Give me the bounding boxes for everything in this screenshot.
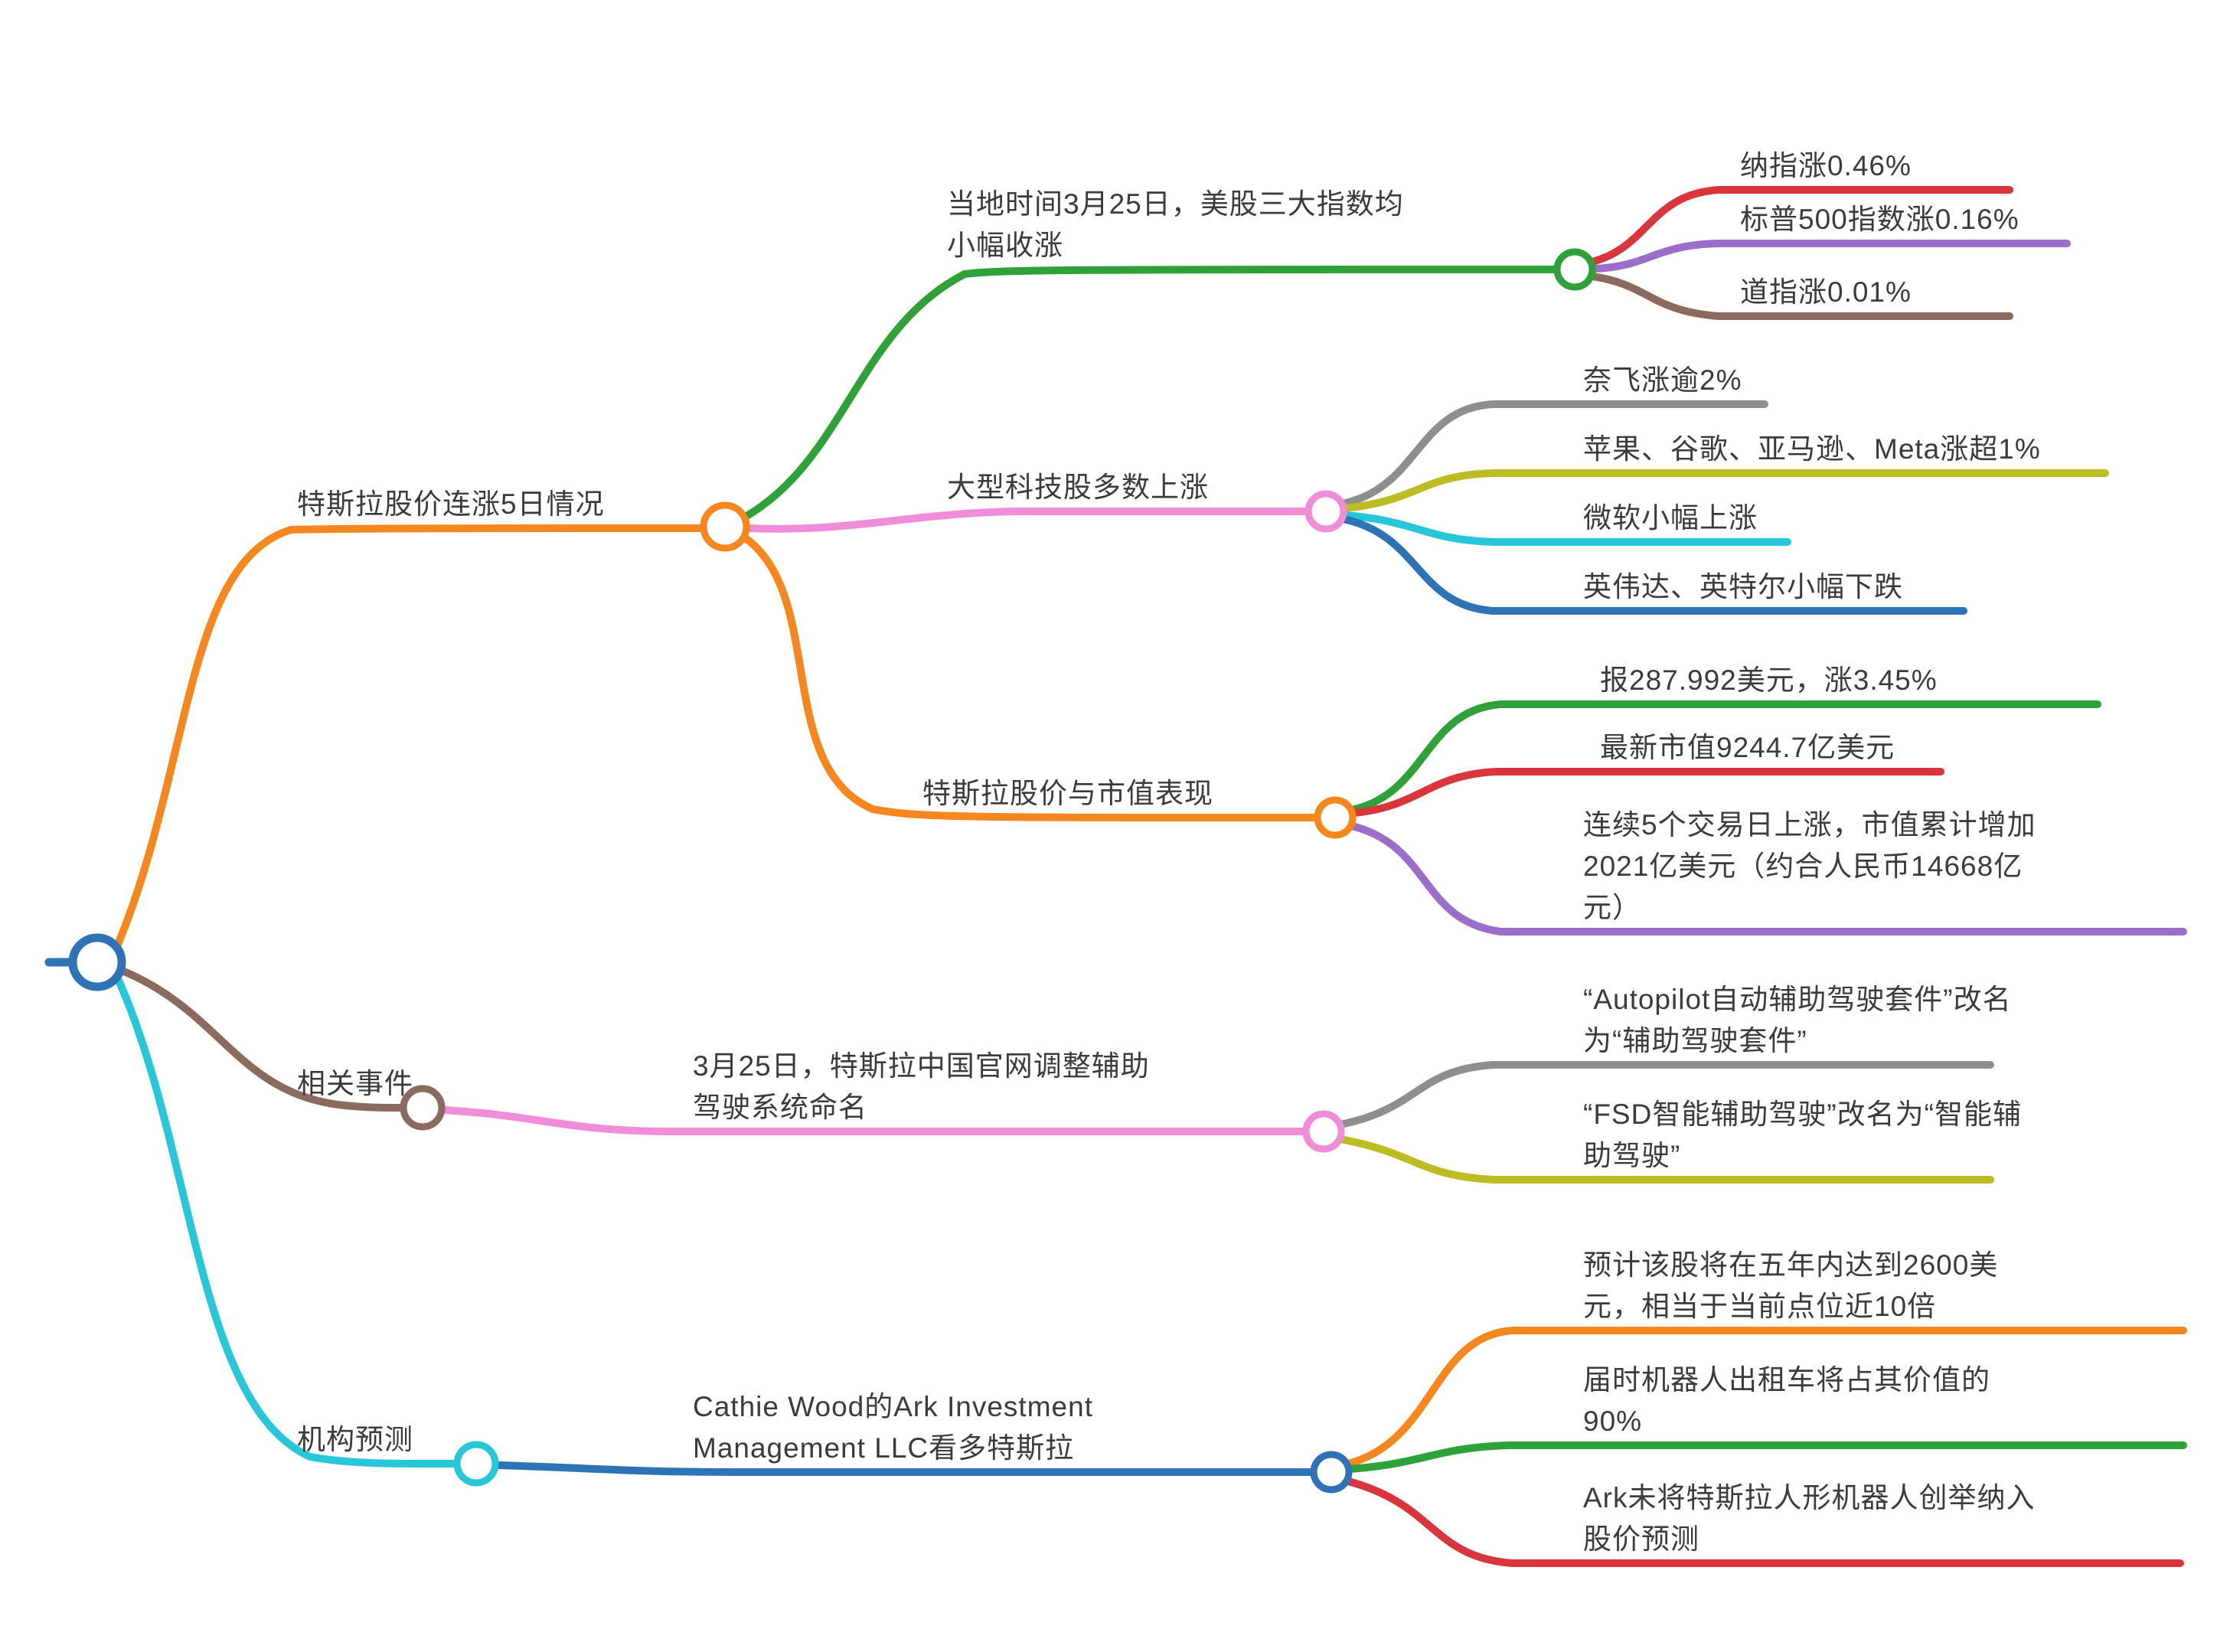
leaf-underline-humanoid-excluded [1344, 1477, 2184, 1567]
node-label-renaming[interactable]: 3月25日，特斯拉中国官网调整辅助 驾驶系统命名 [693, 1050, 1150, 1123]
leaf-label-dow[interactable]: 道指涨0.01% [1740, 276, 1912, 308]
leaf-label-sp500[interactable]: 标普500指数涨0.16% [1740, 204, 2019, 235]
leaf-underline-dow [1588, 273, 2013, 320]
node-toggle-tesla-value[interactable] [1314, 796, 1357, 839]
leaf-label-humanoid-excluded[interactable]: Ark未将特斯拉人形机器人创举纳入 股价预测 [1583, 1482, 2036, 1555]
leaf-underline-fsd-rename [1337, 1135, 1994, 1183]
leaf-label-autopilot-rename[interactable]: “Autopilot自动辅助驾驶套件”改名 为“辅助驾驶套件” [1583, 984, 2012, 1056]
leaf-underline-microsoft [1340, 511, 1791, 546]
node-label-tech-stocks[interactable]: 大型科技股多数上涨 [947, 472, 1209, 503]
branch-line-tesla-5day [111, 524, 705, 955]
leaf-underline-price [1348, 700, 2101, 814]
branch-line-us-indices [740, 266, 1558, 521]
leaf-underline-autopilot-rename [1337, 1061, 1994, 1128]
leaf-underline-marketcap [1350, 768, 1944, 817]
node-label-related-events[interactable]: 相关事件 [297, 1068, 413, 1099]
node-label-tesla-value[interactable]: 特斯拉股价与市值表现 [922, 778, 1213, 809]
leaf-label-apple-google[interactable]: 苹果、谷歌、亚马逊、Meta涨超1% [1583, 433, 2041, 465]
branch-line-related-events [116, 966, 405, 1112]
node-toggle-institution-forecast[interactable] [453, 1441, 499, 1487]
branch-line-cathie-wood [495, 1461, 1314, 1476]
leaf-label-fsd-rename[interactable]: “FSD智能辅助驾驶”改名为“智能辅 助驾驶” [1583, 1099, 2022, 1171]
leaf-label-5day-gain[interactable]: 连续5个交易日上涨，市值累计增加 2021亿美元（约合人民币14668亿 元） [1583, 809, 2036, 923]
leaf-underline-5day-gain [1348, 822, 2187, 935]
branch-line-renaming [440, 1106, 1306, 1135]
leaf-label-netflix[interactable]: 奈飞涨逾2% [1583, 364, 1742, 396]
leaf-underline-target-2600 [1344, 1327, 2187, 1468]
node-toggle-root[interactable] [68, 933, 126, 991]
node-toggle-tesla-5day[interactable] [700, 501, 750, 552]
leaf-label-price[interactable]: 报287.992美元，涨3.45% [1600, 664, 1938, 696]
node-toggle-related-events[interactable] [400, 1085, 446, 1131]
leaf-label-nvidia-intel[interactable]: 英伟达、英特尔小幅下跌 [1583, 571, 1903, 602]
leaf-underline-robotaxi-90 [1346, 1441, 2187, 1473]
leaf-label-target-2600[interactable]: 预计该股将在五年内达到2600美 元，相当于当前点位近10倍 [1583, 1249, 1999, 1322]
branch-line-tech-stocks [743, 508, 1310, 533]
leaf-underline-nvidia-intel [1339, 515, 1967, 615]
branch-line-tesla-value [740, 533, 1317, 821]
leaf-label-marketcap[interactable]: 最新市值9244.7亿美元 [1600, 732, 1895, 763]
node-label-institution-forecast[interactable]: 机构预测 [297, 1424, 413, 1455]
node-label-us-indices[interactable]: 当地时间3月25日，美股三大指数均 小幅收涨 [947, 188, 1404, 261]
node-label-tesla-5day[interactable]: 特斯拉股价连涨5日情况 [297, 488, 605, 520]
node-toggle-cathie-wood[interactable] [1310, 1451, 1353, 1494]
leaf-underline-netflix [1339, 400, 1768, 508]
leaf-underline-nasdaq [1588, 186, 2013, 266]
node-label-cathie-wood[interactable]: Cathie Wood的Ark Investment Management LL… [693, 1391, 1093, 1464]
branch-line-institution-forecast [113, 971, 459, 1468]
leaf-label-microsoft[interactable]: 微软小幅上涨 [1583, 502, 1758, 534]
node-toggle-renaming[interactable] [1302, 1110, 1345, 1153]
node-toggle-tech-stocks[interactable] [1304, 490, 1347, 533]
leaf-label-robotaxi-90[interactable]: 届时机器人出租车将占其价值的 90% [1583, 1364, 1990, 1437]
leaf-underline-sp500 [1591, 240, 2071, 273]
node-toggle-us-indices[interactable] [1553, 248, 1596, 291]
leaf-underline-apple-google [1340, 469, 2109, 512]
leaf-label-nasdaq[interactable]: 纳指涨0.46% [1740, 150, 1912, 181]
